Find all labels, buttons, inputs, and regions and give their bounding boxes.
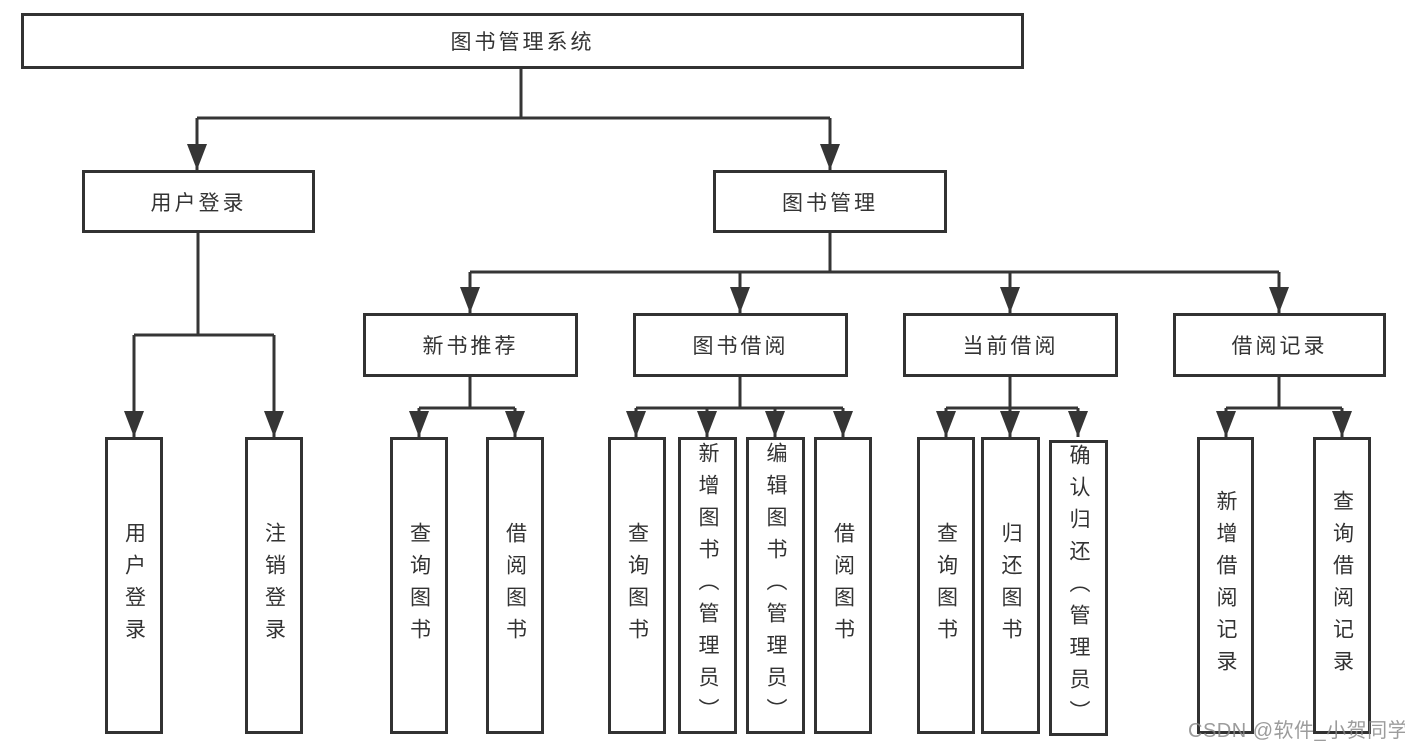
node-new-book-recommend: 新书推荐 <box>363 313 578 377</box>
leaf-label: 注销登录 <box>262 521 286 650</box>
leaf-label: 确认归还（管理员） <box>1067 444 1090 732</box>
node-user-login-branch: 用户登录 <box>82 170 315 233</box>
leaf-logout: 注销登录 <box>245 437 303 734</box>
leaf-user-login: 用户登录 <box>105 437 163 734</box>
node-book-management: 图书管理 <box>713 170 947 233</box>
leaf-label: 用户登录 <box>122 521 146 650</box>
leaf-query-books-current: 查询图书 <box>917 437 975 734</box>
leaf-label: 新增图书（管理员） <box>696 441 719 730</box>
leaf-query-books-recommend: 查询图书 <box>390 437 448 734</box>
tree-skeleton-lines <box>134 69 1342 410</box>
leaf-label: 借阅图书 <box>831 521 855 650</box>
leaf-borrow-books-recommend: 借阅图书 <box>486 437 544 734</box>
leaf-add-book-admin: 新增图书（管理员） <box>678 437 737 734</box>
leaf-query-books-borrowing: 查询图书 <box>608 437 666 734</box>
node-borrow-records: 借阅记录 <box>1173 313 1386 377</box>
leaf-label: 编辑图书（管理员） <box>764 441 787 730</box>
leaf-label: 查询图书 <box>934 521 958 650</box>
csdn-watermark: CSDN @软件_小贺同学 <box>1188 720 1405 742</box>
leaf-label: 查询图书 <box>625 521 649 650</box>
leaf-label: 查询借阅记录 <box>1330 489 1354 682</box>
leaf-borrow-books: 借阅图书 <box>814 437 872 734</box>
leaf-label: 借阅图书 <box>503 521 527 650</box>
leaf-label: 归还图书 <box>999 521 1022 650</box>
node-book-borrowing: 图书借阅 <box>633 313 848 377</box>
leaf-label: 查询图书 <box>407 521 431 650</box>
leaf-return-books: 归还图书 <box>981 437 1040 734</box>
leaf-confirm-return-admin: 确认归还（管理员） <box>1049 440 1108 736</box>
node-current-borrowing: 当前借阅 <box>903 313 1118 377</box>
leaf-edit-book-admin: 编辑图书（管理员） <box>746 437 805 734</box>
leaf-query-borrow-record: 查询借阅记录 <box>1313 437 1371 734</box>
leaf-label: 新增借阅记录 <box>1214 489 1237 682</box>
leaf-add-borrow-record: 新增借阅记录 <box>1197 437 1254 734</box>
node-library-system: 图书管理系统 <box>21 13 1024 69</box>
